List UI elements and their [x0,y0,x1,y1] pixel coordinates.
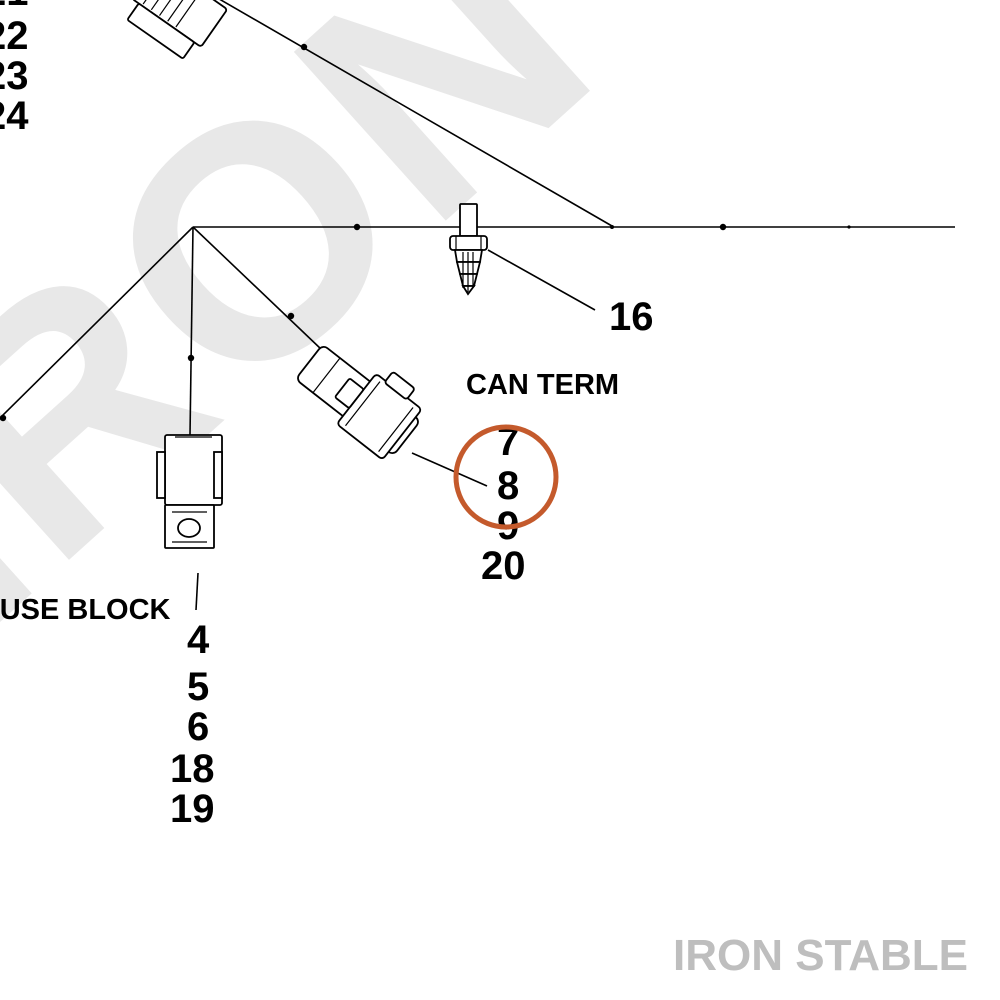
highlight-circle [453,424,559,530]
callout-19: 19 [170,787,215,831]
callout-8: 8 [497,464,519,508]
top-left-callouts: 21 22 23 24 [0,0,29,138]
leader-lines [195,249,596,611]
callout-18: 18 [170,747,215,791]
watermark: IRON STABLE [0,0,1000,692]
callout-21: 21 [0,0,29,14]
fuse-block-callouts: 4 5 6 18 19 [170,618,215,831]
splice-node [287,312,295,320]
wire-left-branch [0,226,194,420]
splice-node [300,43,308,51]
splice-node [187,354,195,362]
splice-node [610,225,614,229]
can-term-label: CAN TERM [466,369,619,401]
fuse-block-label: FUSE BLOCK [0,594,171,626]
brand-logo: IRON STABLE [673,931,968,980]
callout-23: 23 [0,54,29,98]
fuse-block-connector-icon [156,434,223,549]
leader-16 [487,249,596,311]
leader-fuse-block [195,572,199,611]
callout-5: 5 [187,665,209,709]
top-connector-icon [127,0,228,59]
splice-node [0,414,7,422]
callout-7: 7 [497,420,519,464]
splice-node [353,223,361,231]
callout-6: 6 [187,705,209,749]
leader-8 [411,452,488,487]
splice-nodes [0,43,851,422]
splice-node [847,225,851,229]
callout-4: 4 [187,618,210,662]
can-term-callouts: 7 8 9 20 [481,420,526,588]
watermark-text: IRON STABLE [0,0,1000,692]
callout-16: 16 [609,295,654,339]
wires [0,0,955,436]
wire-can-term-branch [192,226,323,351]
push-pin-icon [449,203,488,296]
can-term-connector-icon [297,346,422,459]
callout-22: 22 [0,14,29,58]
wire-top-diagonal [219,0,613,227]
wire-fuse-block-branch [189,226,194,436]
splice-node [719,223,727,231]
callout-20: 20 [481,544,526,588]
callout-24: 24 [0,94,29,138]
